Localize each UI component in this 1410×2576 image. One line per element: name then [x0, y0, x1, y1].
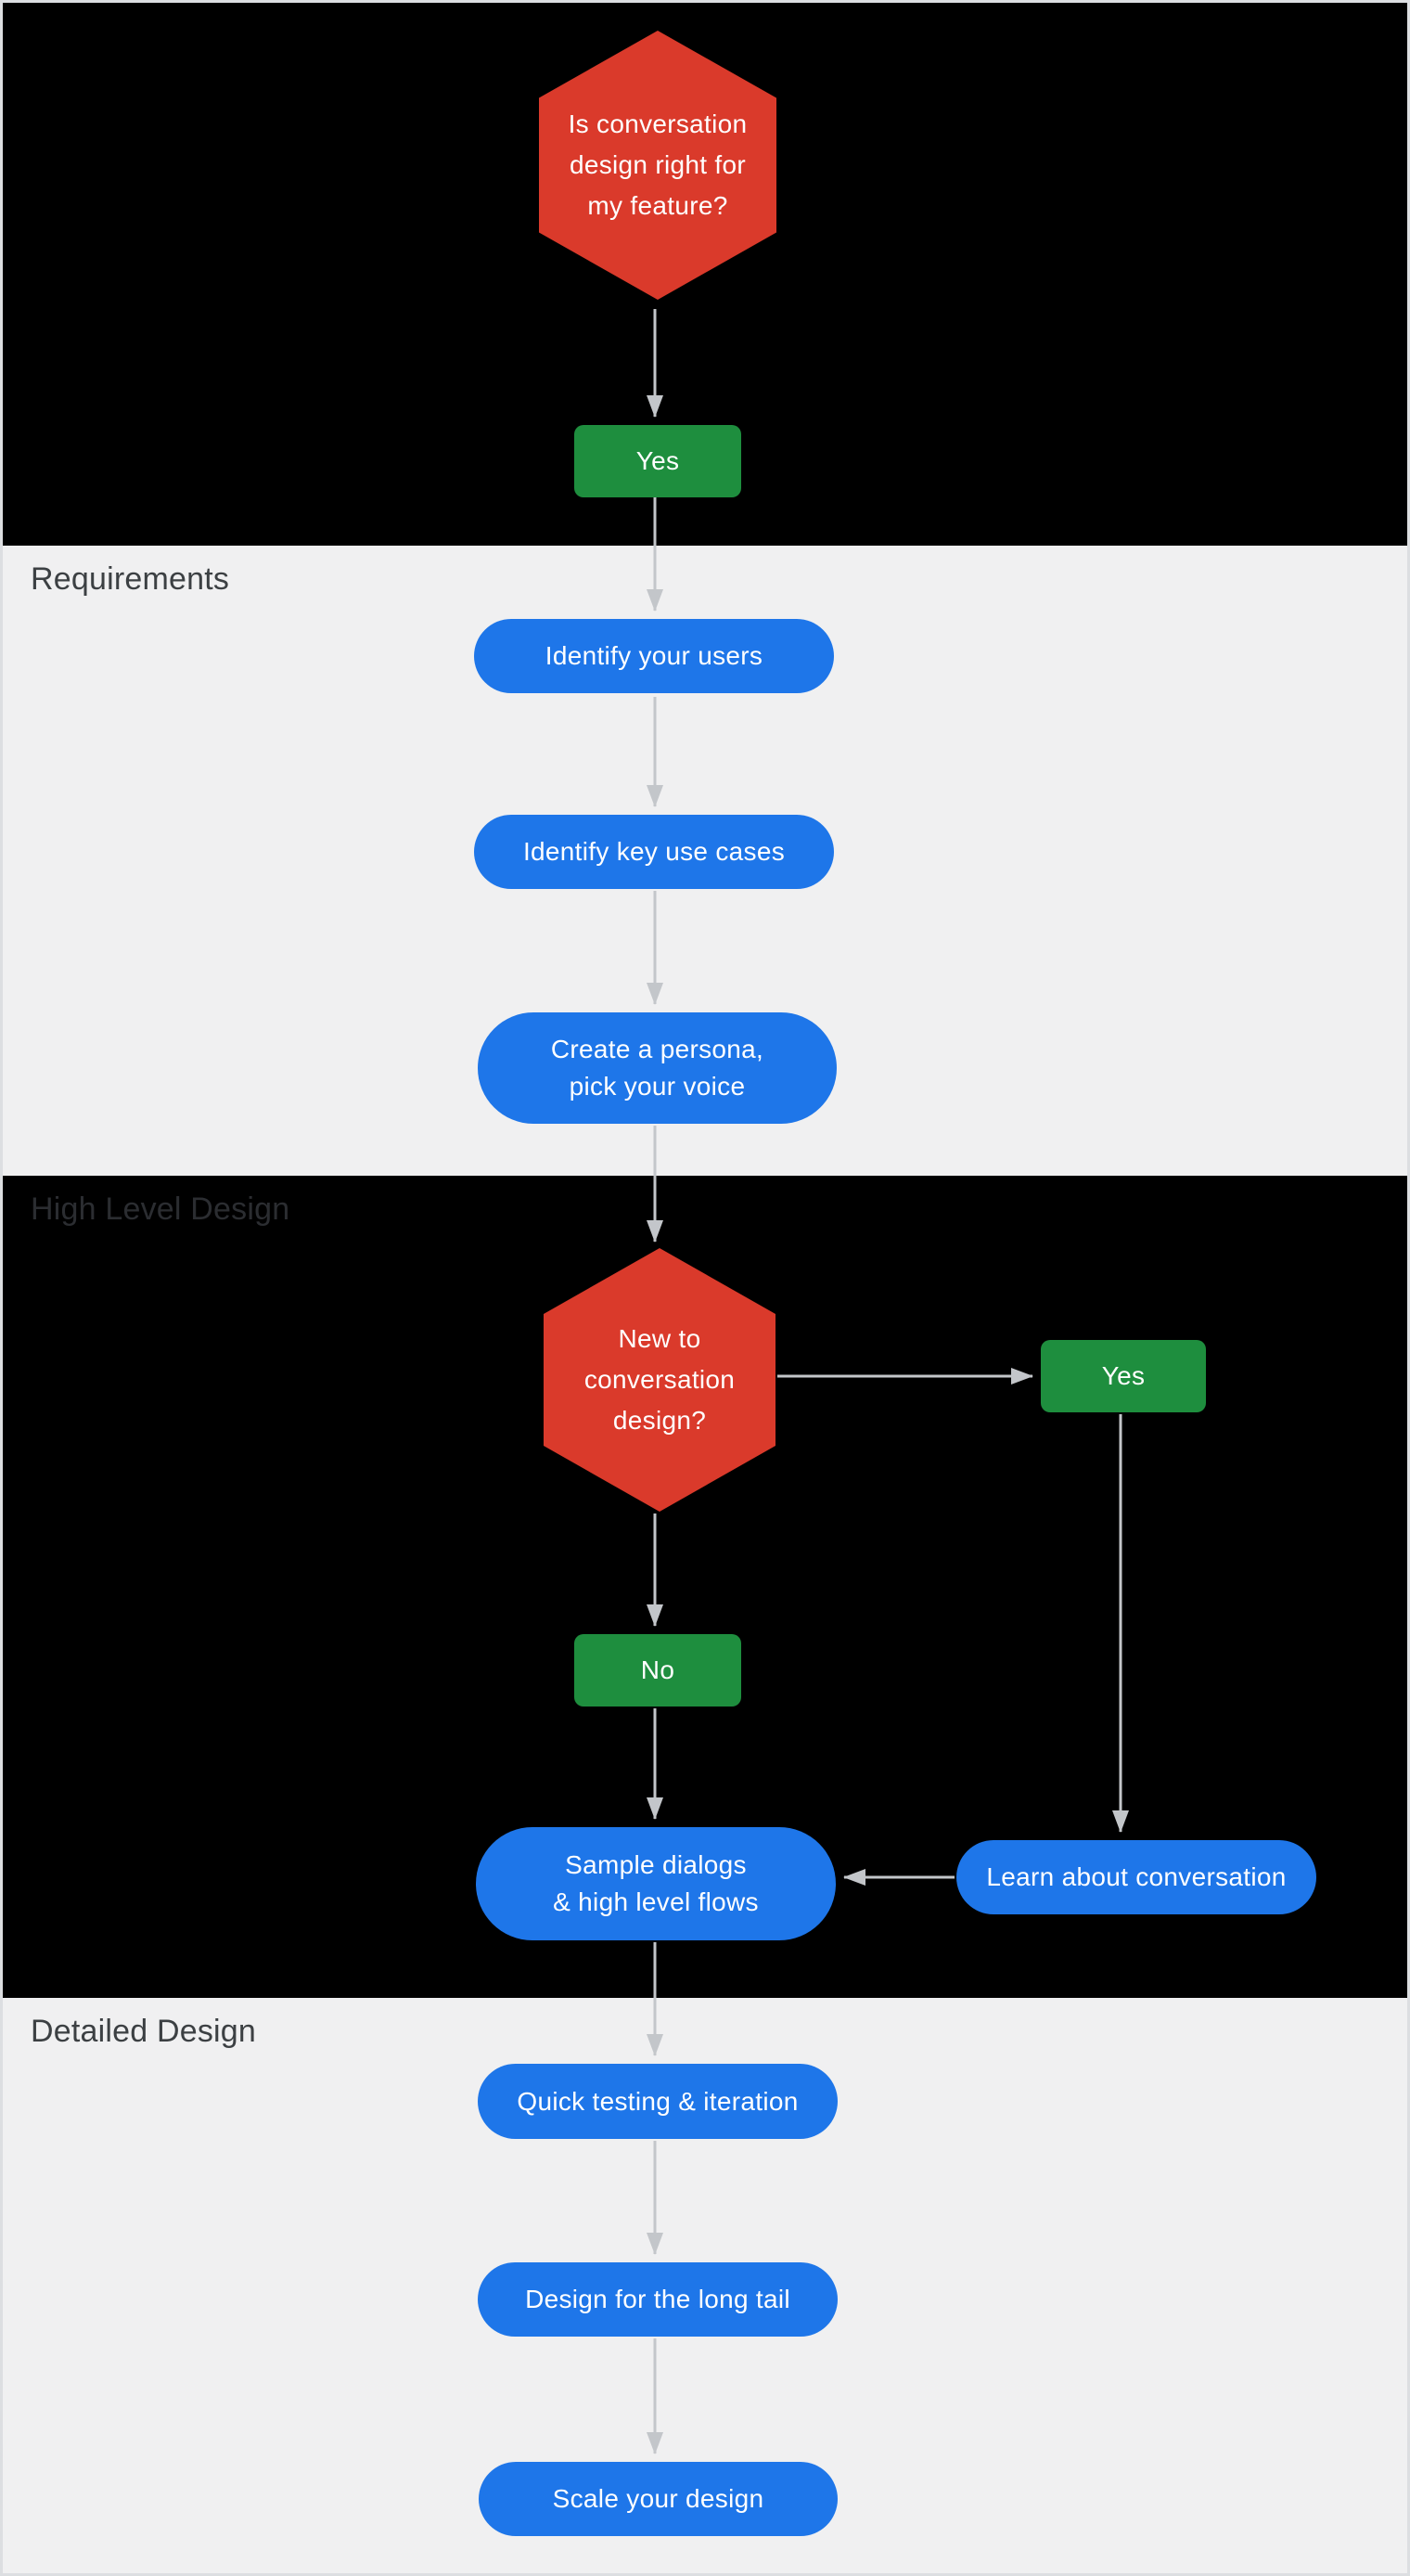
decision-line: New to	[618, 1324, 701, 1353]
answer-label: No	[640, 1655, 675, 1684]
answer-yes-start: Yes	[574, 425, 741, 497]
step-learn-about-conversation: Learn about conversation	[956, 1840, 1316, 1914]
decision-line: conversation	[583, 1365, 736, 1394]
answer-label: Yes	[635, 446, 680, 475]
section-label-requirements: Requirements	[31, 561, 230, 597]
decision-line: Is conversation	[568, 109, 748, 138]
section-label-detailed-design: Detailed Design	[31, 2014, 257, 2049]
decision-line: design?	[612, 1406, 707, 1435]
decision-line: my feature?	[587, 191, 728, 220]
step-label: Identify key use cases	[522, 837, 786, 866]
step-line: Create a persona,	[550, 1035, 764, 1063]
section-label-high-level-design: High Level Design	[31, 1191, 290, 1227]
step-line: & high level flows	[553, 1887, 759, 1916]
decision-is-conversation-design-right: Is conversation design right for my feat…	[539, 31, 776, 300]
step-label: Design for the long tail	[525, 2285, 790, 2313]
step-identify-key-use-cases: Identify key use cases	[474, 815, 834, 889]
decision-new-to-conversation-design: New to conversation design?	[544, 1248, 776, 1512]
step-label: Quick testing & iteration	[517, 2086, 799, 2116]
answer-yes-new: Yes	[1041, 1340, 1206, 1412]
step-create-a-persona: Create a persona, pick your voice	[478, 1012, 837, 1124]
step-identify-your-users: Identify your users	[474, 619, 834, 693]
answer-no-new: No	[574, 1634, 741, 1707]
step-quick-testing-iteration: Quick testing & iteration	[478, 2064, 838, 2139]
step-label: Identify your users	[545, 641, 763, 670]
step-scale-your-design: Scale your design	[479, 2462, 838, 2536]
step-design-for-the-long-tail: Design for the long tail	[478, 2262, 838, 2337]
step-line: pick your voice	[569, 1072, 746, 1101]
step-line: Sample dialogs	[565, 1850, 747, 1879]
answer-label: Yes	[1101, 1361, 1146, 1390]
step-label: Learn about conversation	[986, 1862, 1287, 1891]
step-label: Scale your design	[552, 2484, 764, 2513]
decision-line: design right for	[569, 150, 746, 179]
step-sample-dialogs-high-level-flows: Sample dialogs & high level flows	[476, 1827, 836, 1940]
